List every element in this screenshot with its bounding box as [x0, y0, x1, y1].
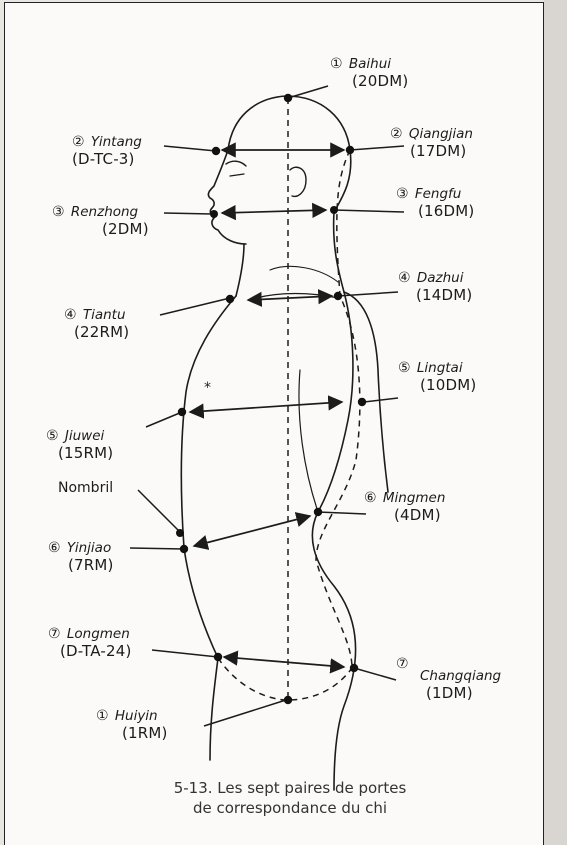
label-longmen: ⑦ Longmen (D-TA-24) [48, 626, 132, 660]
label-baihui: ① Baihui (20DM) [330, 56, 408, 90]
label-tiantu: ④ Tiantu (22RM) [64, 307, 129, 341]
label-fengfu: ③ Fengfu (16DM) [396, 186, 474, 220]
leader-longmen [152, 650, 218, 657]
perineum-dashed-line [218, 658, 352, 700]
leader-baihui [288, 86, 328, 98]
leader-huiyin [204, 700, 286, 726]
point-longmen [214, 653, 222, 661]
point-baihui [284, 94, 292, 102]
point-dazhui [334, 292, 342, 300]
leader-fengfu [334, 210, 404, 212]
leader-changqiang [354, 668, 396, 680]
point-changqiang [350, 664, 358, 672]
caption-line-2: de correspondance du chi [140, 798, 440, 818]
point-renzhong [210, 210, 218, 218]
point-nombril [176, 529, 184, 537]
label-huiyin: ① Huiyin (1RM) [96, 708, 168, 742]
label-dazhui: ④ Dazhui (14DM) [398, 270, 472, 304]
leader-yinjiao [130, 548, 184, 549]
leader-tiantu [160, 298, 230, 315]
label-nombril: Nombril [58, 480, 113, 496]
arrow-pair-3 [222, 210, 326, 213]
nipple-mark: * [204, 380, 211, 396]
caption-line-1: 5-13. Les sept paires de portes [140, 778, 440, 798]
label-renzhong: ③ Renzhong (2DM) [52, 204, 149, 238]
point-mingmen [314, 508, 322, 516]
label-yinjiao: ⑥ Yinjiao (7RM) [48, 540, 114, 574]
leader-yintang [164, 146, 216, 151]
body-outline [181, 96, 388, 790]
arrow-pair-5 [190, 402, 342, 412]
point-yinjiao [180, 545, 188, 553]
arrow-pair-6 [194, 516, 310, 546]
label-changqiang: ⑦ Changqiang (1DM) [396, 656, 501, 702]
label-mingmen: ⑥ Mingmen (4DM) [364, 490, 445, 524]
point-qiangjian [346, 146, 354, 154]
leader-nombril [138, 490, 180, 532]
figure-caption: 5-13. Les sept paires de portes de corre… [140, 778, 440, 818]
point-fengfu [330, 206, 338, 214]
label-lingtai: ⑤ Lingtai (10DM) [398, 360, 476, 394]
leader-jiuwei [146, 412, 182, 427]
point-jiuwei [178, 408, 186, 416]
leader-lingtai [364, 398, 398, 402]
point-lingtai [358, 398, 366, 406]
point-huiyin [284, 696, 292, 704]
label-yintang: ② Yintang (D-TC-3) [72, 134, 142, 168]
point-yintang [212, 147, 220, 155]
leader-mingmen [318, 512, 366, 514]
arrow-pair-7 [224, 657, 344, 667]
label-qiangjian: ② Qiangjian (17DM) [390, 126, 473, 160]
label-jiuwei: ⑤ Jiuwei (15RM) [46, 428, 113, 462]
point-tiantu [226, 295, 234, 303]
leader-renzhong [164, 213, 212, 214]
